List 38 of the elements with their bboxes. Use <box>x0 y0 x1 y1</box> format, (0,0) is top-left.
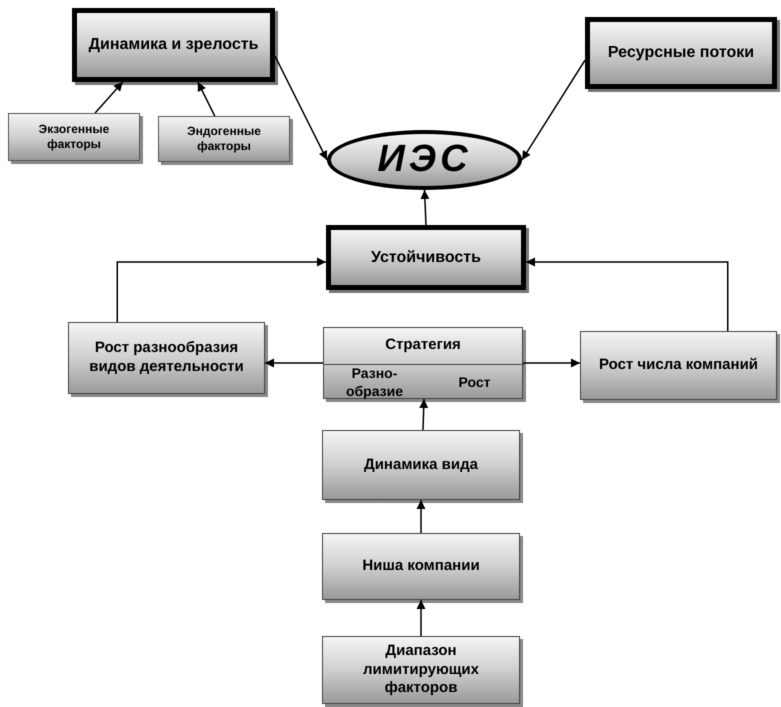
node-label: Рост числа компаний <box>598 356 758 375</box>
arrow <box>521 60 586 160</box>
strategy-cell <box>324 364 425 400</box>
node-label: Ресурсные потоки <box>608 43 754 63</box>
arrow <box>523 358 580 368</box>
strategy-box <box>323 327 523 399</box>
factor-box <box>8 113 140 161</box>
node-label: Динамика вида <box>364 456 478 474</box>
node-label: Экзогенные факторы <box>38 122 110 152</box>
arrow <box>420 190 430 226</box>
arrow <box>197 82 216 116</box>
process-box <box>585 17 777 89</box>
factor-box <box>158 116 290 162</box>
arrow <box>416 600 426 636</box>
node-label: Рост <box>458 374 490 392</box>
process-box <box>68 322 265 394</box>
process-box <box>326 225 526 290</box>
node-label: Динамика и зрелость <box>88 35 258 55</box>
node-label: Стратегия <box>385 336 461 355</box>
arrow <box>526 258 728 331</box>
process-box <box>322 430 520 500</box>
node-label: Рост разнообразия видов деятельности <box>88 339 245 377</box>
node-label: Разно- образие <box>344 365 404 400</box>
arrow <box>274 56 328 160</box>
process-box <box>580 331 777 400</box>
arrow <box>94 82 124 114</box>
arrow <box>419 398 428 430</box>
node-label: Диапазон лимитирующих факторов <box>362 642 480 698</box>
process-box <box>322 533 520 600</box>
node-label: ИЭС <box>377 137 472 182</box>
process-box <box>322 636 520 704</box>
arrow <box>265 358 323 368</box>
node-label: Устойчивость <box>371 248 481 268</box>
arrow <box>416 500 426 533</box>
process-box <box>72 8 275 82</box>
arrow <box>116 258 326 322</box>
node-label: Ниша компании <box>362 557 480 576</box>
node-label: Эндогенные факторы <box>186 124 262 154</box>
